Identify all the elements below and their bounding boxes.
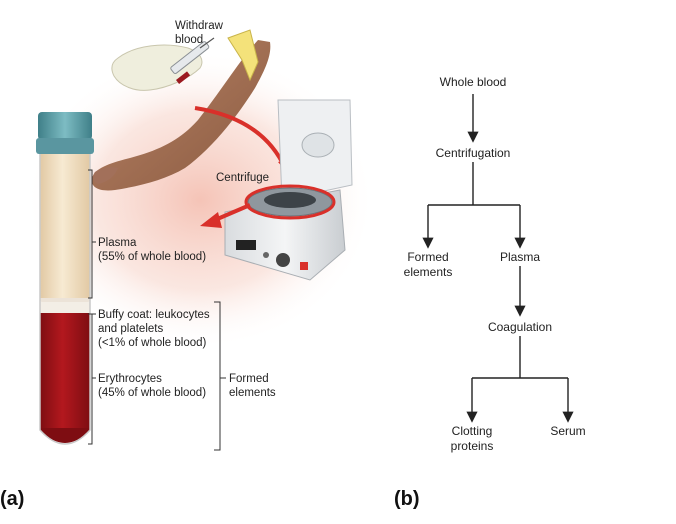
erythrocytes-label: Erythrocytes(45% of whole blood) [98,373,207,399]
test-tube [36,112,94,445]
tourniquet [227,29,259,82]
node-serum: Serum [550,424,586,438]
gloved-hand-syringe [111,37,215,91]
node-plasma: Plasma [499,250,540,264]
node-centrifugation: Centrifugation [435,146,511,160]
panel-label-b: (b) [394,488,420,510]
flowchart-lines [422,94,574,423]
plasma-label: Plasma(55% of whole blood) [98,237,207,263]
return-arrow [214,203,251,222]
transfer-arrow [194,106,287,169]
node-whole-blood: Whole blood [439,75,507,89]
brackets-a [88,169,226,451]
centrifuge-machine [224,99,353,281]
centrifuge-label: Centrifuge [216,172,270,184]
node-coagulation: Coagulation [487,320,553,334]
panel-label-a: (a) [0,488,25,510]
